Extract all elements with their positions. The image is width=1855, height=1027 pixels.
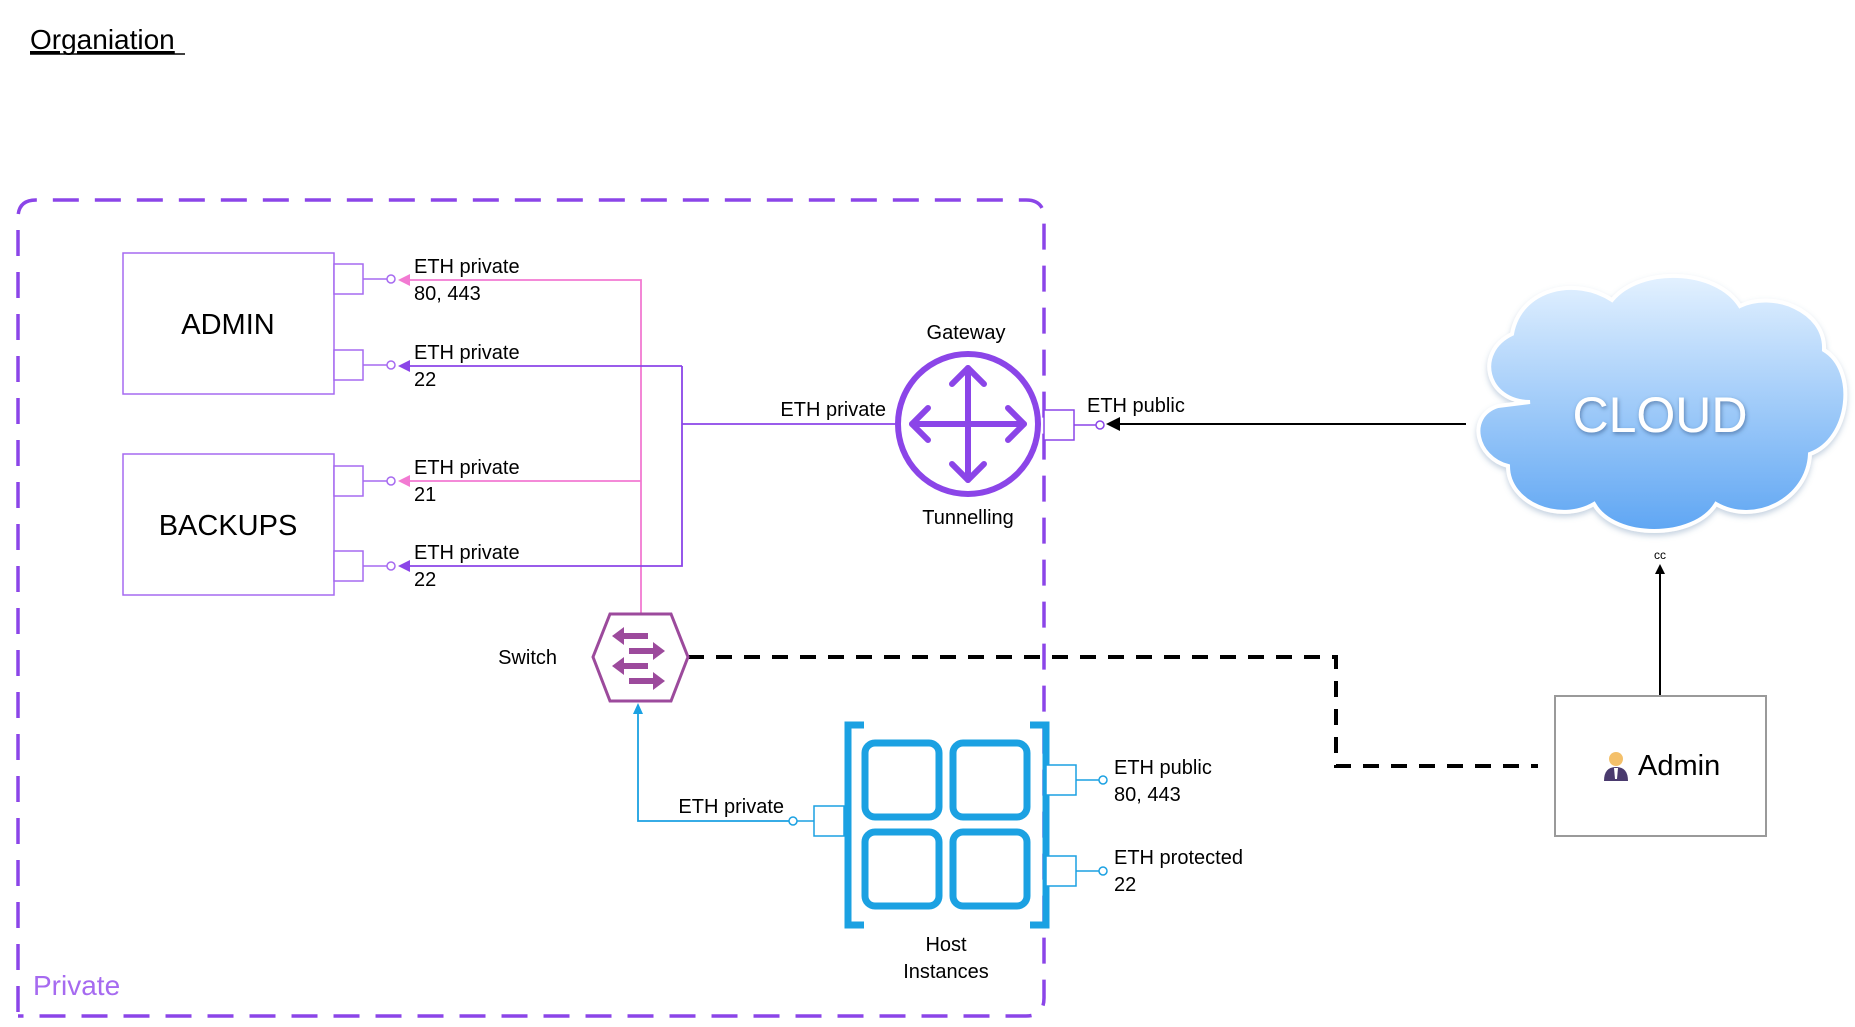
- admin-to-cloud-link: cc: [1654, 548, 1666, 696]
- switch-hexagon: [591, 612, 690, 703]
- admin-ssh-link-ports: 22: [414, 369, 436, 391]
- admin-server[interactable]: ADMIN: [122, 252, 364, 395]
- host-private-link-name: ETH private: [678, 796, 784, 818]
- backups-port-ftp: [333, 465, 364, 497]
- gateway-private-link-name: ETH private: [780, 399, 886, 421]
- purple-links: [398, 360, 895, 572]
- admin-user-node[interactable]: Admin: [1554, 695, 1767, 837]
- admin-management-link: [688, 655, 1538, 768]
- host-public-link-name: ETH public: [1114, 757, 1212, 779]
- host-instances[interactable]: Host Instances: [844, 721, 1108, 983]
- network-switch[interactable]: Switch: [498, 612, 690, 703]
- admin-https-link-ports: 80, 443: [414, 283, 481, 305]
- host-protected-port: [1045, 855, 1077, 887]
- cc-label: cc: [1654, 548, 1666, 562]
- admin-ssh-link-name: ETH private: [414, 342, 520, 364]
- admin-port-ssh: [333, 349, 364, 381]
- page-title: Organiation: [30, 24, 175, 55]
- backups-server-label: BACKUPS: [159, 510, 298, 542]
- gateway-public-link-name: ETH public: [1087, 395, 1185, 417]
- host-public-port: [1045, 764, 1077, 796]
- gateway-public-port: [1043, 409, 1075, 441]
- host-protected-link-name: ETH protected: [1114, 847, 1243, 869]
- backups-ssh-link-name: ETH private: [414, 542, 520, 564]
- switch-arrows-icon: [612, 627, 665, 690]
- host-grid-icon: [844, 721, 1050, 929]
- admin-port-https: [333, 263, 364, 295]
- router-arrows-icon: [909, 365, 1027, 483]
- backups-port-ssh: [333, 550, 364, 582]
- host-protected-link-ports: 22: [1114, 874, 1136, 896]
- cloud-to-gateway-link: ETH public: [1087, 395, 1466, 431]
- admin-server-label: ADMIN: [181, 309, 274, 341]
- cloud-label: CLOUD: [1572, 387, 1747, 443]
- gateway-label: Gateway: [927, 322, 1006, 344]
- host-label-line2: Instances: [903, 961, 989, 983]
- private-region: Private: [16, 198, 1046, 1018]
- admin-user-label: Admin: [1638, 750, 1720, 782]
- person-icon: [1604, 752, 1628, 781]
- host-label-line1: Host: [925, 934, 967, 956]
- host-public-link-ports: 80, 443: [1114, 784, 1181, 806]
- backups-ssh-link-ports: 22: [414, 569, 436, 591]
- backups-server[interactable]: BACKUPS: [122, 453, 364, 596]
- cloud[interactable]: CLOUD: [1476, 273, 1848, 533]
- backups-ftp-link-name: ETH private: [414, 457, 520, 479]
- tunnelling-label: Tunnelling: [922, 507, 1014, 529]
- host-private-port: [813, 805, 845, 837]
- gateway-router[interactable]: Gateway Tunnelling: [895, 322, 1105, 529]
- host-to-switch-link: ETH private: [633, 703, 845, 837]
- private-region-label: Private: [33, 970, 120, 1001]
- backups-ftp-link-ports: 21: [414, 484, 436, 506]
- admin-https-link-name: ETH private: [414, 256, 520, 278]
- pink-links: [398, 274, 642, 614]
- switch-label: Switch: [498, 647, 557, 669]
